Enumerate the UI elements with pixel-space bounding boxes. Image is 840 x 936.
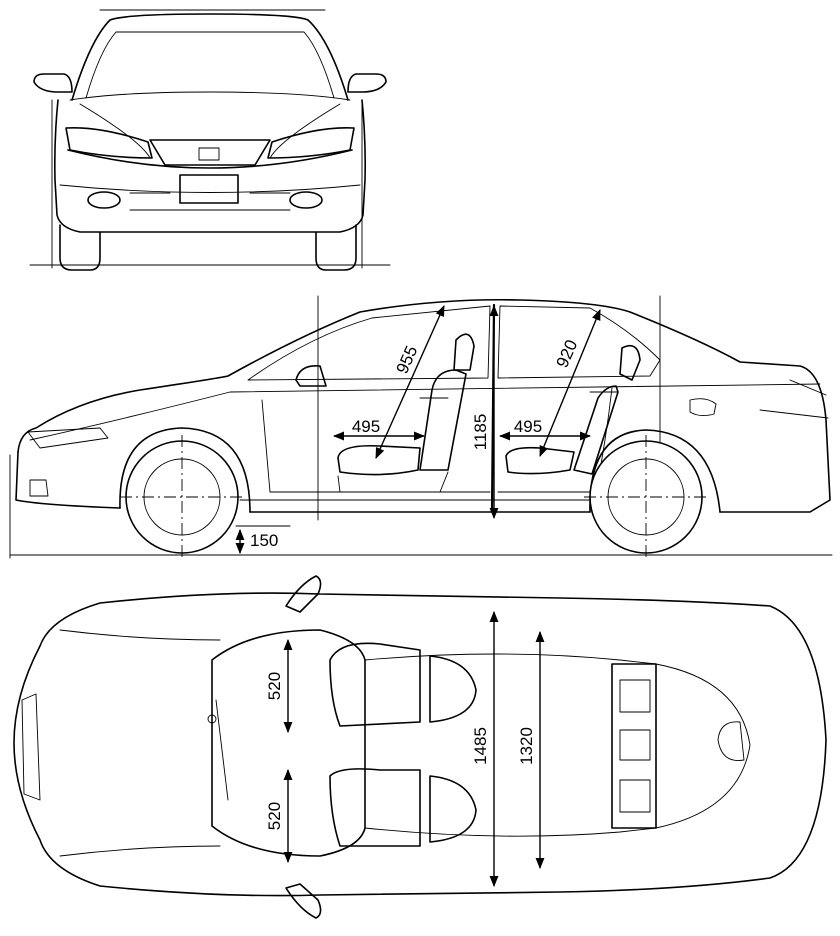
top-mirror-right	[285, 883, 322, 919]
label-front-shoulder-width: 1485	[471, 727, 490, 765]
side-front-bumper	[15, 451, 121, 509]
front-view	[29, 9, 391, 271]
front-fog-light-right	[289, 191, 323, 209]
side-front-marker	[29, 479, 49, 497]
door-handles	[419, 391, 619, 399]
front-headrest	[453, 333, 475, 371]
front-seat-cushion	[337, 444, 421, 476]
front-seat-back	[419, 369, 467, 471]
top-front-bumper	[21, 693, 41, 801]
top-view: 520 520 1485 1320	[13, 575, 827, 919]
side-belt-line	[29, 383, 821, 441]
dim-line-rear-seat-diag	[539, 308, 601, 458]
front-headlight-right	[267, 126, 355, 159]
front-cowl-line	[69, 91, 351, 101]
rear-window	[655, 663, 751, 829]
label-rear-shoulder-width: 1320	[517, 727, 536, 765]
label-interior-height: 1185	[471, 414, 490, 451]
washer-nozzle	[207, 714, 217, 724]
front-license-plate	[179, 174, 239, 204]
label-front-seat-depth: 495	[352, 417, 380, 436]
label-ground-clearance: 150	[250, 531, 278, 550]
seat-front-right	[329, 768, 421, 847]
side-mirror	[295, 364, 327, 387]
rear-side-window	[497, 305, 661, 379]
rear-seat-cushion	[505, 446, 575, 475]
side-view: 955 920 495 495 1185 150	[9, 295, 833, 559]
rear-bench	[611, 663, 657, 829]
rear-light-center	[717, 721, 745, 762]
rear-wheel-arch	[589, 429, 721, 513]
front-emblem	[198, 147, 220, 161]
front-seat-base	[337, 471, 449, 493]
rear-headrests	[619, 679, 651, 813]
wiper	[215, 699, 229, 801]
front-wheel-arch	[119, 427, 251, 513]
side-rear-panel	[759, 379, 829, 419]
front-mirror-right	[347, 73, 387, 93]
label-rear-seat-depth: 495	[514, 417, 542, 436]
label-top-seat-width: 520	[265, 672, 284, 700]
front-roof-outline	[71, 13, 349, 101]
front-tire-right	[315, 224, 357, 271]
front-hood-line	[67, 149, 353, 169]
fuel-door	[689, 398, 717, 417]
top-hood-creases	[59, 629, 221, 857]
seat-front-left-back	[429, 655, 477, 723]
windshield	[85, 31, 335, 99]
label-front-seat-diag: 955	[393, 343, 422, 377]
front-air-intake	[129, 192, 291, 211]
label-bottom-seat-width: 520	[265, 802, 284, 830]
top-mirror-left	[285, 575, 322, 613]
front-headlight-left	[65, 126, 153, 159]
front-hood-creases	[79, 103, 341, 159]
front-bumper-line	[59, 184, 361, 193]
front-tire-left	[59, 224, 101, 271]
seat-front-left	[329, 642, 421, 727]
front-body-outline	[54, 99, 366, 233]
top-body-outline	[13, 592, 827, 897]
seat-front-right-back	[429, 775, 477, 843]
front-mirror-left	[33, 73, 73, 93]
side-headlight	[27, 427, 109, 449]
rear-headrest	[619, 344, 641, 381]
front-grille	[149, 139, 271, 166]
front-fog-light-left	[87, 191, 121, 209]
